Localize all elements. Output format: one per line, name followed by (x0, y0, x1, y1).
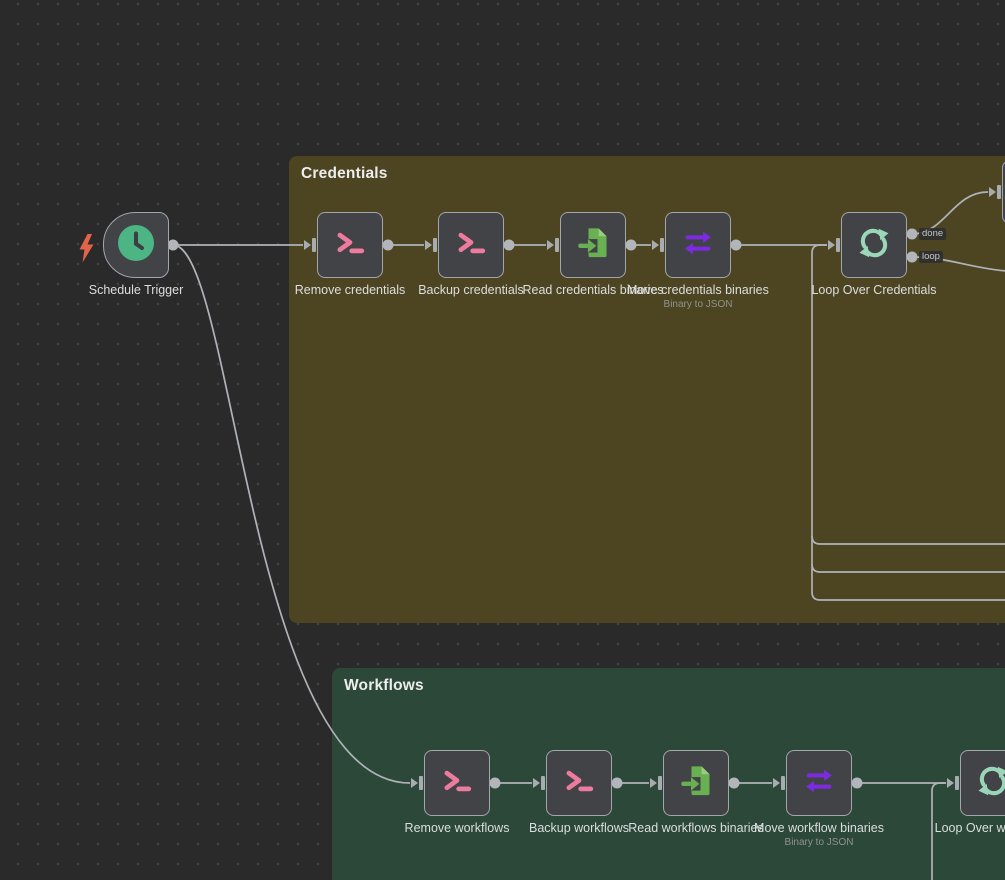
file-import-icon (575, 225, 611, 266)
node-schedule-trigger[interactable]: Schedule Trigger (89, 212, 183, 297)
node-remove-workflows[interactable]: Remove workflows (405, 750, 509, 835)
node-label: Schedule Trigger (88, 283, 184, 297)
output-label-loop: loop (919, 251, 943, 263)
node-label: Remove credentials (294, 283, 406, 297)
node-read-credentials-binaries[interactable]: Read credentials binaries (522, 212, 664, 297)
transfer-arrows-icon (801, 763, 837, 804)
node-read-workflows-binaries[interactable]: Read workflows binaries (628, 750, 764, 835)
node-move-credentials-binaries[interactable]: Move credentials binaries Binary to JSON (627, 212, 769, 310)
terminal-icon (439, 763, 475, 804)
node-sublabel: Binary to JSON (663, 299, 733, 310)
file-import-icon (678, 763, 714, 804)
node-backup-credentials[interactable]: Backup credentials (418, 212, 524, 297)
node-remove-credentials[interactable]: Remove credentials (295, 212, 405, 297)
node-label: Backup workflows (528, 821, 630, 835)
node-label: Remove workflows (404, 821, 510, 835)
node-sublabel: Binary to JSON (784, 837, 854, 848)
transfer-arrows-icon (680, 225, 716, 266)
loop-icon (855, 224, 893, 267)
node-label: Loop Over workflows (934, 821, 1005, 835)
terminal-icon (332, 225, 368, 266)
node-label: Backup credentials (418, 283, 524, 297)
group-title: Credentials (301, 165, 388, 182)
output-port-trigger[interactable] (167, 239, 179, 251)
terminal-icon (561, 763, 597, 804)
node-label: Move workflow binaries (754, 821, 884, 835)
node-loop-over-workflows[interactable]: Loop Over workflows (935, 750, 1005, 835)
clock-icon (117, 224, 155, 267)
group-title: Workflows (344, 677, 424, 694)
loop-icon (974, 762, 1005, 805)
node-label: Move credentials binaries (627, 283, 769, 297)
node-label: Read credentials binaries (522, 283, 664, 297)
node-loop-over-credentials[interactable]: Loop Over Credentials (811, 212, 937, 297)
lightning-bolt-icon (79, 234, 94, 268)
node-label: Loop Over Credentials (811, 283, 937, 297)
node-move-workflow-binaries[interactable]: Move workflow binaries Binary to JSON (754, 750, 884, 848)
output-label-done: done (919, 228, 947, 240)
terminal-icon (453, 225, 489, 266)
node-label: Read workflows binaries (628, 821, 764, 835)
node-backup-workflows[interactable]: Backup workflows (529, 750, 629, 835)
